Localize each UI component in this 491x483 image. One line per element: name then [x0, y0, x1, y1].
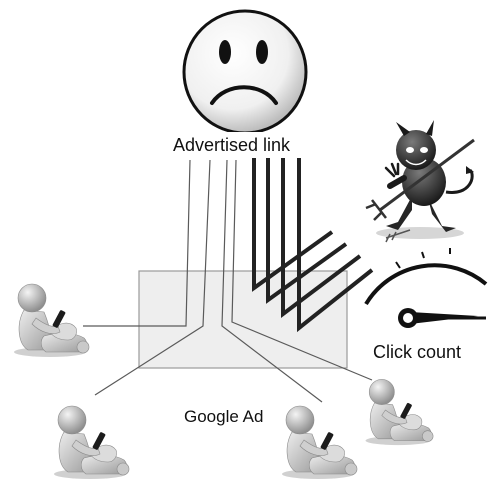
bot-line-4: [297, 158, 374, 333]
bot-click-lines: [252, 158, 374, 333]
user-line-bottom-left: [94, 159, 211, 396]
google-ad-label: Google Ad: [184, 407, 263, 426]
bot-line-3: [281, 158, 362, 319]
user-line-bottom-center: [221, 159, 323, 403]
user-click-lines: [83, 159, 373, 403]
click-count-label: Click count: [373, 342, 461, 362]
person-with-phone-icon-bottom-center: [281, 405, 358, 480]
sad-face-icon: [182, 9, 308, 135]
click-counter-gauge-icon: [364, 248, 488, 328]
user-line-bottom-right: [231, 159, 373, 381]
bot-line-1: [252, 158, 334, 292]
person-with-phone-icon-right: [365, 378, 434, 446]
person-with-phone-icon-left: [13, 283, 90, 358]
person-with-phone-icon-bottom-left: [53, 405, 130, 480]
google-ad-box: [138, 270, 348, 369]
bot-line-2: [266, 158, 348, 304]
user-line-left: [83, 159, 191, 327]
advertised-link-label: Advertised link: [173, 135, 291, 155]
devil-with-pitchfork-icon: [365, 120, 475, 243]
